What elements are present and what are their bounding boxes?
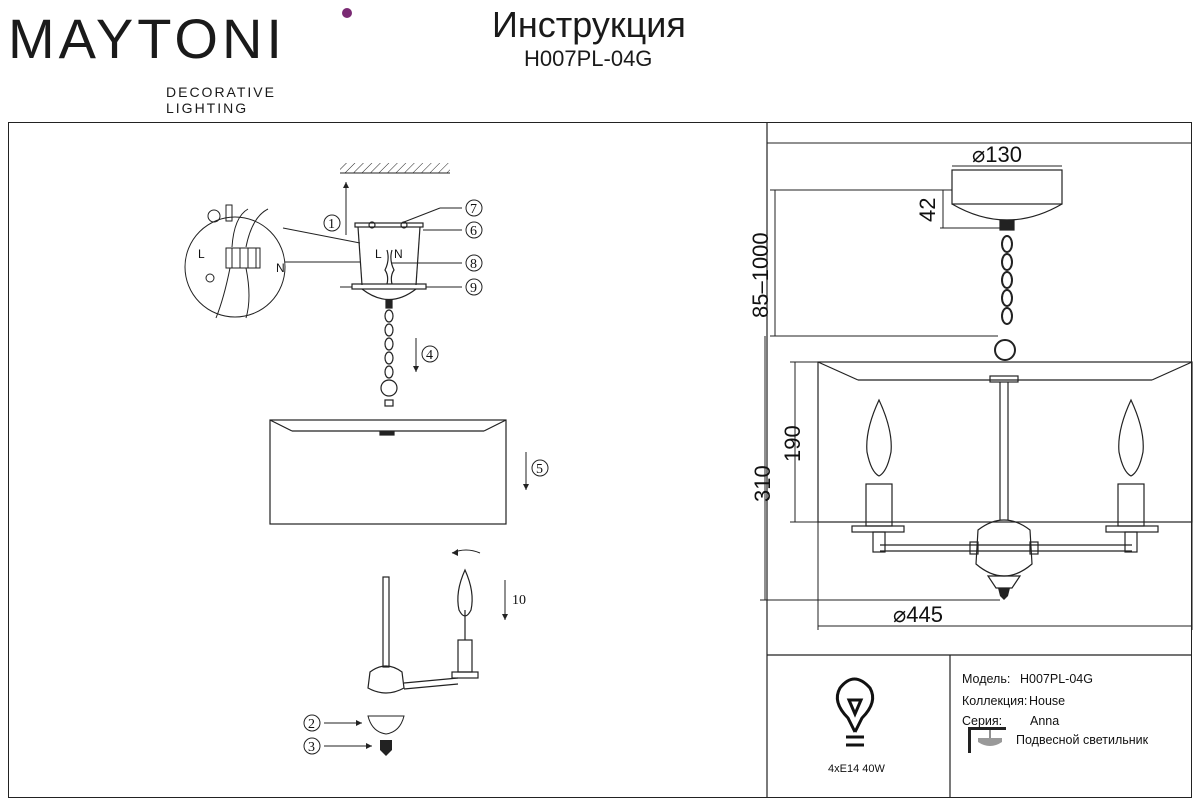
svg-text:7: 7 — [470, 202, 477, 217]
body-with-arm — [367, 568, 479, 694]
series-label: Серия: — [962, 714, 1003, 728]
fixture-type: Подвесной светильник — [1016, 733, 1149, 747]
logo-dot — [342, 8, 352, 18]
series-value: Anna — [1030, 714, 1060, 728]
dim-body-height: 310 — [750, 465, 775, 502]
collection-value: House — [1029, 694, 1066, 708]
model-value: H007PL-04G — [1020, 672, 1093, 686]
callout-10: 10 — [512, 593, 526, 608]
chain-side — [994, 235, 1016, 361]
pendant-lamp-icon — [968, 727, 1006, 753]
svg-text:8: 8 — [470, 257, 477, 272]
detail-label-l: L — [198, 247, 205, 261]
page-title: Инструкция — [492, 4, 686, 45]
brand-tagline: DECORATIVE LIGHTING — [166, 84, 276, 116]
dim-chain-length: 85–1000 — [748, 232, 773, 318]
callout-5: 5 — [531, 459, 549, 477]
svg-text:6: 6 — [470, 224, 477, 239]
wiring-detail — [184, 204, 361, 319]
wire-label-l: L — [375, 247, 382, 261]
svg-text:10: 10 — [512, 593, 526, 608]
callout-6: 6 — [423, 221, 483, 239]
wire-label-n: N — [394, 247, 403, 261]
arms-candles — [851, 398, 1159, 589]
callout-2: 2 — [303, 714, 405, 735]
dim-shade-diameter: ⌀445 — [893, 602, 943, 627]
dim-canopy-height: 42 — [915, 198, 940, 222]
model-number: H007PL-04G — [524, 46, 653, 71]
shade-side — [817, 361, 1193, 523]
svg-text:2: 2 — [308, 717, 315, 732]
model-label: Модель: — [962, 672, 1011, 686]
svg-text:4: 4 — [426, 348, 433, 363]
canopy-exploded — [351, 221, 427, 301]
chain-exploded — [380, 299, 398, 407]
callout-4: 4 — [421, 345, 439, 363]
svg-text:1: 1 — [328, 217, 335, 232]
detail-label-n: N — [276, 261, 285, 275]
dim-shade-height: 190 — [780, 425, 805, 462]
callout-3: 3 — [303, 737, 392, 756]
svg-text:3: 3 — [308, 740, 315, 755]
callout-9: 9 — [426, 278, 483, 296]
callout-8: 8 — [392, 254, 483, 272]
bulb-icon — [835, 677, 875, 747]
lamp-spec: 4xE14 40W — [828, 763, 885, 775]
svg-text:5: 5 — [536, 462, 543, 477]
dim-canopy-diameter: ⌀130 — [972, 142, 1022, 167]
collection-label: Коллекция: — [962, 694, 1028, 708]
brand-logo: MAYTONI DECORATIVE LIGHTING — [8, 4, 358, 116]
shade-exploded — [269, 419, 507, 525]
brand-name: MAYTONI — [8, 7, 286, 70]
canopy-side — [951, 169, 1063, 231]
svg-text:9: 9 — [470, 281, 477, 296]
ceiling-hatch — [340, 163, 450, 174]
callout-1: 1 — [323, 214, 341, 232]
callout-7: 7 — [403, 199, 483, 223]
